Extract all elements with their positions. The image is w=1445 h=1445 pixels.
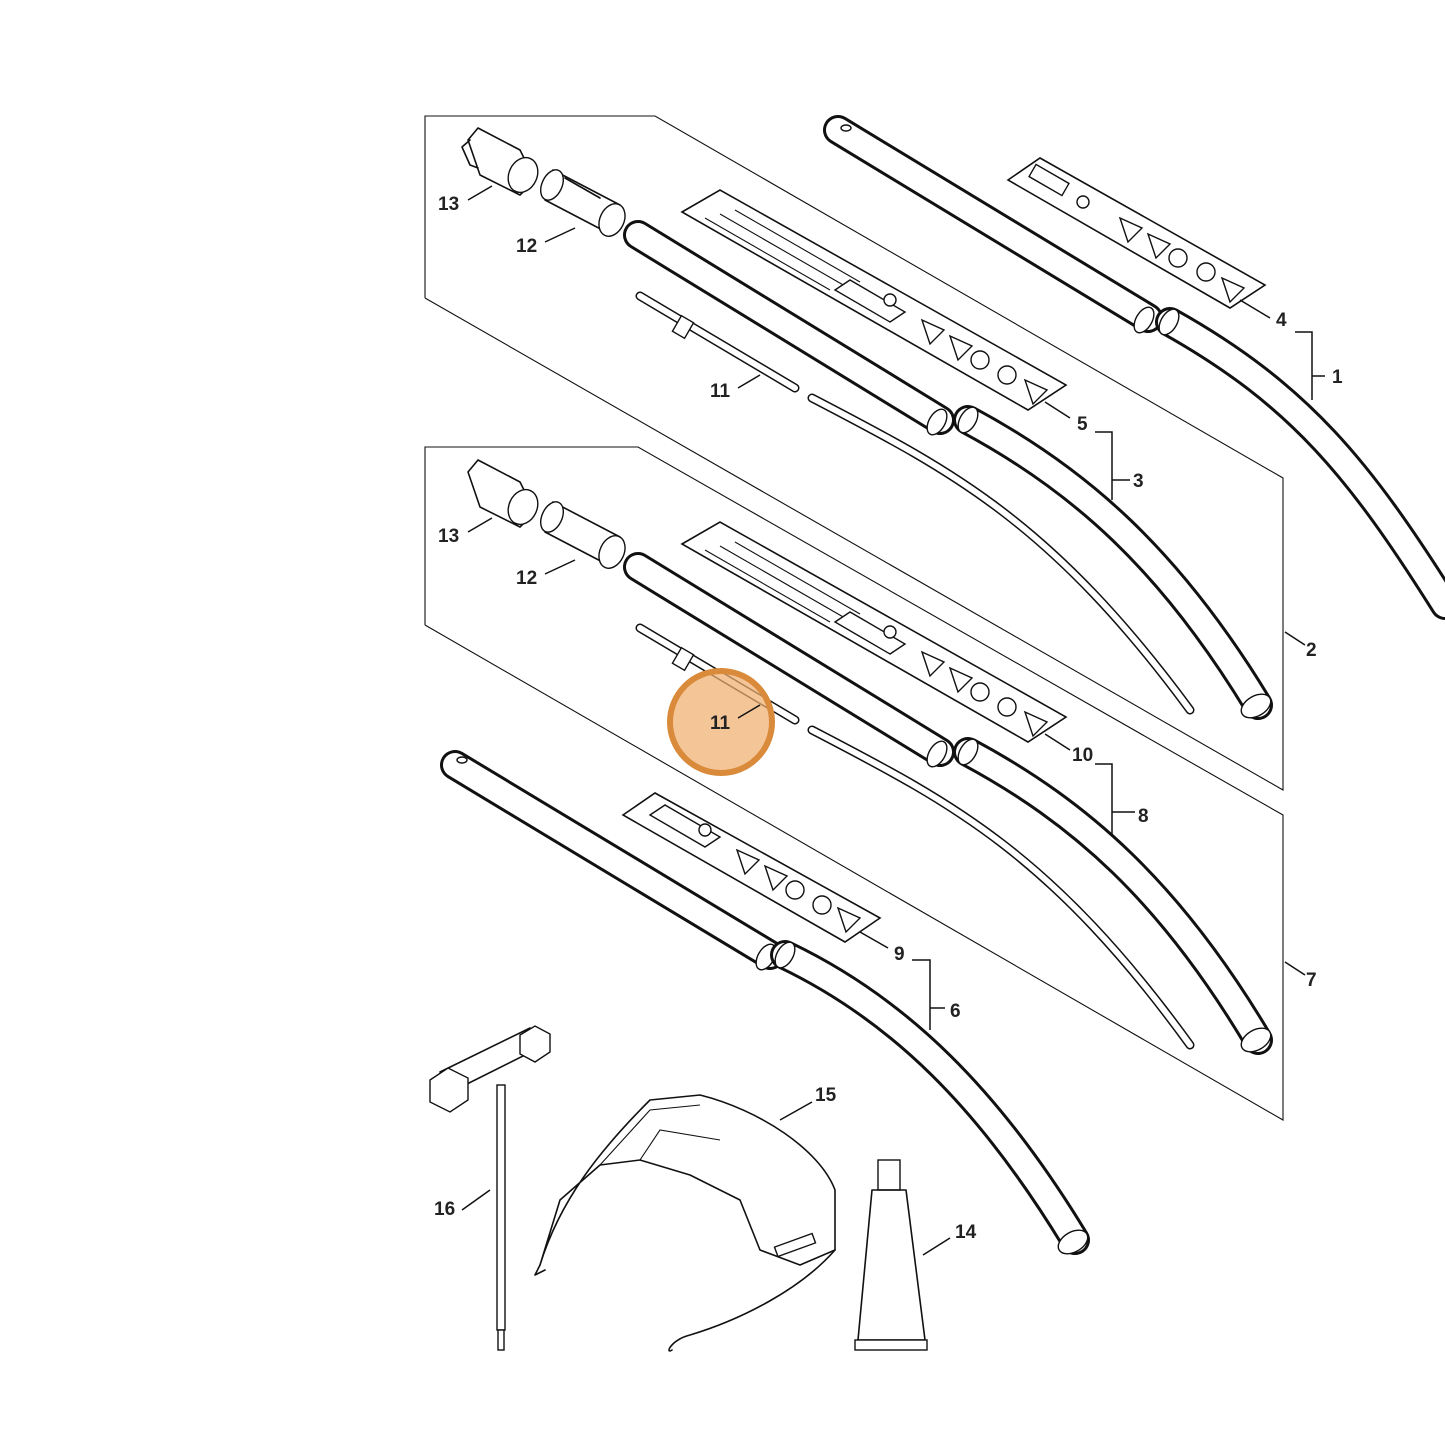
- callout-13-top[interactable]: 13: [438, 194, 459, 215]
- callout-6[interactable]: 6: [950, 1001, 961, 1022]
- callout-14[interactable]: 14: [955, 1222, 977, 1243]
- callout-4[interactable]: 4: [1276, 310, 1287, 331]
- warning-decal-part-4: [1006, 157, 1267, 309]
- callout-12-middle[interactable]: 12: [516, 568, 537, 589]
- leader-lines: [461, 185, 1325, 1256]
- callout-8[interactable]: 8: [1138, 806, 1149, 827]
- callout-13-middle[interactable]: 13: [438, 526, 459, 547]
- callout-11-middle[interactable]: 11: [710, 713, 731, 734]
- callout-15[interactable]: 15: [815, 1085, 837, 1106]
- bushing-part-12-middle[interactable]: [536, 498, 630, 572]
- cap-part-13-middle[interactable]: [467, 459, 543, 529]
- grease-tube-part-14[interactable]: [854, 1159, 928, 1351]
- callout-5[interactable]: 5: [1077, 414, 1088, 435]
- drive-tube-part-1[interactable]: [823, 115, 1445, 620]
- callout-3[interactable]: 3: [1133, 471, 1144, 492]
- callout-10[interactable]: 10: [1072, 745, 1093, 766]
- cap-part-13-top[interactable]: [461, 127, 543, 197]
- callout-16[interactable]: 16: [434, 1199, 455, 1220]
- bushing-part-12-top[interactable]: [536, 166, 630, 240]
- warning-decal-part-10: [680, 521, 1068, 743]
- callout-7[interactable]: 7: [1306, 970, 1317, 991]
- t-wrench-part-16[interactable]: [429, 1025, 551, 1351]
- warning-decal-part-5: [680, 189, 1068, 411]
- callout-11-top[interactable]: 11: [710, 381, 731, 402]
- callout-9[interactable]: 9: [894, 944, 905, 965]
- safety-glasses-part-15[interactable]: [534, 1094, 836, 1352]
- highlight-marker-part-11[interactable]: [667, 668, 775, 776]
- kit-outline-middle: [424, 446, 1284, 1121]
- callout-2[interactable]: 2: [1306, 640, 1317, 661]
- drive-tube-part-6[interactable]: [440, 750, 1092, 1259]
- callout-1[interactable]: 1: [1332, 367, 1343, 388]
- drive-tube-part-3[interactable]: [623, 220, 1275, 723]
- drive-shaft-part-11-top[interactable]: [635, 291, 1195, 715]
- warning-decal-part-9: [621, 792, 882, 943]
- kit-outline-top: [424, 115, 1284, 791]
- drive-tube-part-8[interactable]: [623, 552, 1275, 1057]
- callout-labels: 13 12 11 4 1 5 3 2 13 12 11 10 8 7 9 6 1…: [434, 194, 1343, 1243]
- callout-12-top[interactable]: 12: [516, 236, 537, 257]
